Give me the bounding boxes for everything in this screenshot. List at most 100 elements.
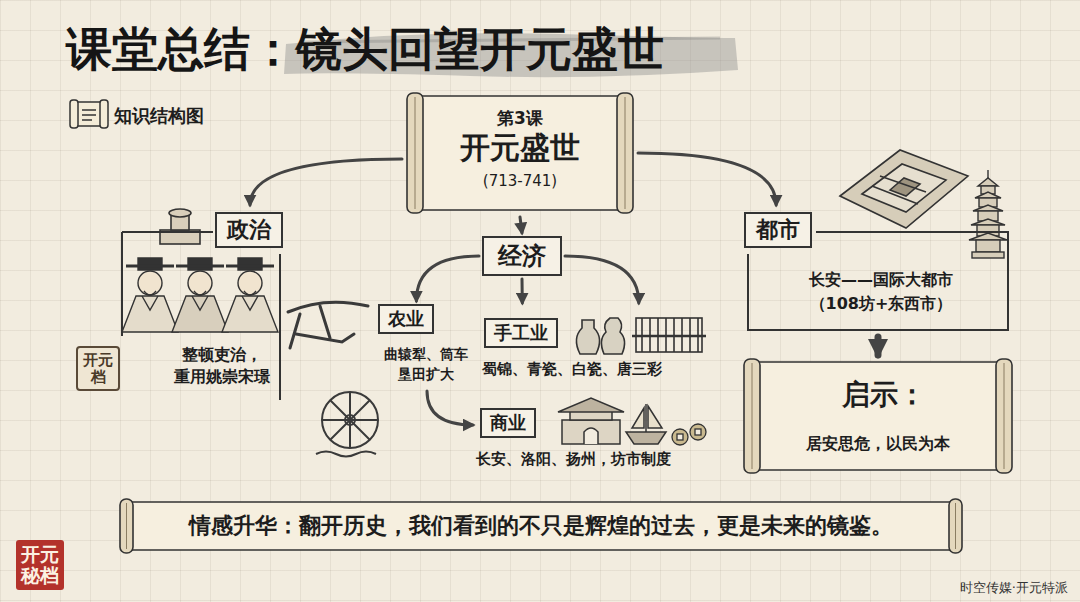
coins	[677, 434, 683, 440]
officials	[138, 258, 162, 270]
pagoda	[972, 252, 1004, 258]
pottery	[576, 318, 624, 354]
official-seal	[160, 209, 200, 244]
coins	[672, 429, 688, 445]
pagoda	[969, 170, 1007, 258]
officials	[172, 296, 228, 332]
agriculture-group: 农业曲辕犁、筒车 垦田扩大	[374, 304, 480, 388]
summary-band: 情感升华：翻开历史，我们看到的不只是辉煌的过去，更是未来的镜鉴。	[118, 498, 964, 554]
scroll-outline	[756, 362, 1000, 470]
scroll-outline	[742, 358, 1014, 474]
loom	[632, 335, 706, 338]
city-gate	[558, 398, 624, 412]
pagoda	[978, 178, 998, 186]
scroll-icon	[82, 110, 96, 120]
officials	[238, 258, 262, 270]
flow-arrow	[250, 159, 402, 205]
pottery	[576, 320, 599, 354]
city-walls	[862, 164, 946, 212]
city-gate	[562, 420, 620, 444]
scroll-icon	[70, 100, 78, 128]
commerce-group: 商业长安、洛阳、扬州，坊市制度	[476, 404, 716, 474]
pagoda	[969, 233, 1007, 240]
waterwheel	[322, 392, 378, 448]
officials	[122, 258, 278, 332]
official-seal	[169, 209, 191, 217]
officials	[244, 291, 256, 295]
officials	[126, 265, 174, 268]
pagoda	[975, 192, 1001, 198]
section-heading: 启示：	[842, 378, 926, 412]
ship	[626, 432, 666, 444]
officials	[138, 271, 162, 295]
flow-arrow	[875, 337, 882, 355]
coins	[672, 424, 706, 445]
page-title: 课堂总结：镜头回望开元盛世	[66, 22, 664, 77]
section-body: 蜀锦、青瓷、白瓷、唐三彩	[482, 360, 662, 380]
pagoda	[971, 219, 1005, 225]
section-body: 曲辕犁、筒车 垦田扩大	[376, 344, 476, 385]
ship	[648, 406, 662, 428]
section-heading: 农业	[378, 304, 434, 334]
plow	[296, 334, 354, 342]
lesson-number: 第3课	[405, 108, 635, 128]
plow	[320, 306, 330, 338]
officials	[242, 296, 258, 310]
economy-box: 经济	[482, 236, 562, 276]
officials	[188, 271, 212, 295]
coins	[695, 429, 701, 435]
plow	[288, 302, 368, 348]
officials	[226, 265, 274, 268]
flow-arrow	[416, 256, 479, 301]
plow	[288, 302, 368, 312]
officials	[142, 296, 158, 310]
insight-scroll: 启示： 居安思危，以民为本	[742, 358, 1014, 474]
coins	[690, 424, 706, 440]
officials	[176, 265, 224, 268]
lesson-scroll: 第3课开元盛世 (713-741)	[405, 92, 635, 214]
section-body: 居安思危，以民为本	[742, 434, 1014, 455]
ship	[626, 404, 666, 444]
waterwheel	[316, 452, 376, 457]
officials	[192, 296, 208, 310]
pagoda	[973, 205, 1003, 211]
section-heading: 都市	[744, 212, 812, 248]
waterwheel	[322, 392, 378, 448]
scroll-icon	[76, 102, 102, 126]
city-walls	[872, 176, 926, 204]
section-body: 整顿吏治，重用姚崇宋璟	[168, 344, 276, 389]
officials	[222, 296, 278, 332]
summary-text: 情感升华：翻开历史，我们看到的不只是辉煌的过去，更是未来的镜鉴。	[118, 512, 964, 540]
section-label: 知识结构图	[114, 104, 204, 127]
officials	[194, 291, 206, 295]
section-heading: 经济	[498, 241, 546, 271]
scroll-icon	[100, 100, 108, 128]
pottery	[601, 318, 624, 354]
flow-arrow	[565, 256, 639, 303]
ship	[632, 408, 644, 428]
flow-arrow	[638, 153, 776, 205]
flow-arrow	[521, 279, 524, 303]
officials	[238, 271, 262, 295]
section-body: 长安——国际大都市 （108坊+东西市）	[800, 268, 962, 316]
seal-stamp: 开元档	[76, 346, 120, 391]
lesson-title: 开元盛世	[405, 130, 635, 166]
scroll-icon	[70, 100, 108, 128]
handicraft-group: 手工业蜀锦、青瓷、白瓷、唐三彩	[482, 306, 706, 388]
credit-text: 时空传媒·开元特派	[960, 580, 1068, 596]
officials	[188, 258, 212, 270]
section-heading: 手工业	[484, 318, 558, 348]
city-gate	[584, 428, 598, 444]
city-walls	[840, 150, 968, 228]
waterwheel	[316, 392, 378, 457]
pagoda	[987, 170, 988, 178]
pagoda	[976, 240, 1000, 252]
section-body: 长安、洛阳、扬州，坊市制度	[476, 450, 671, 470]
section-heading: 政治	[215, 212, 283, 248]
flow-arrow	[427, 391, 473, 425]
ship	[645, 404, 647, 432]
lesson-years: (713-741)	[405, 172, 635, 190]
red-seal: 开元秘档	[16, 540, 64, 590]
scroll-outline	[752, 363, 1004, 469]
